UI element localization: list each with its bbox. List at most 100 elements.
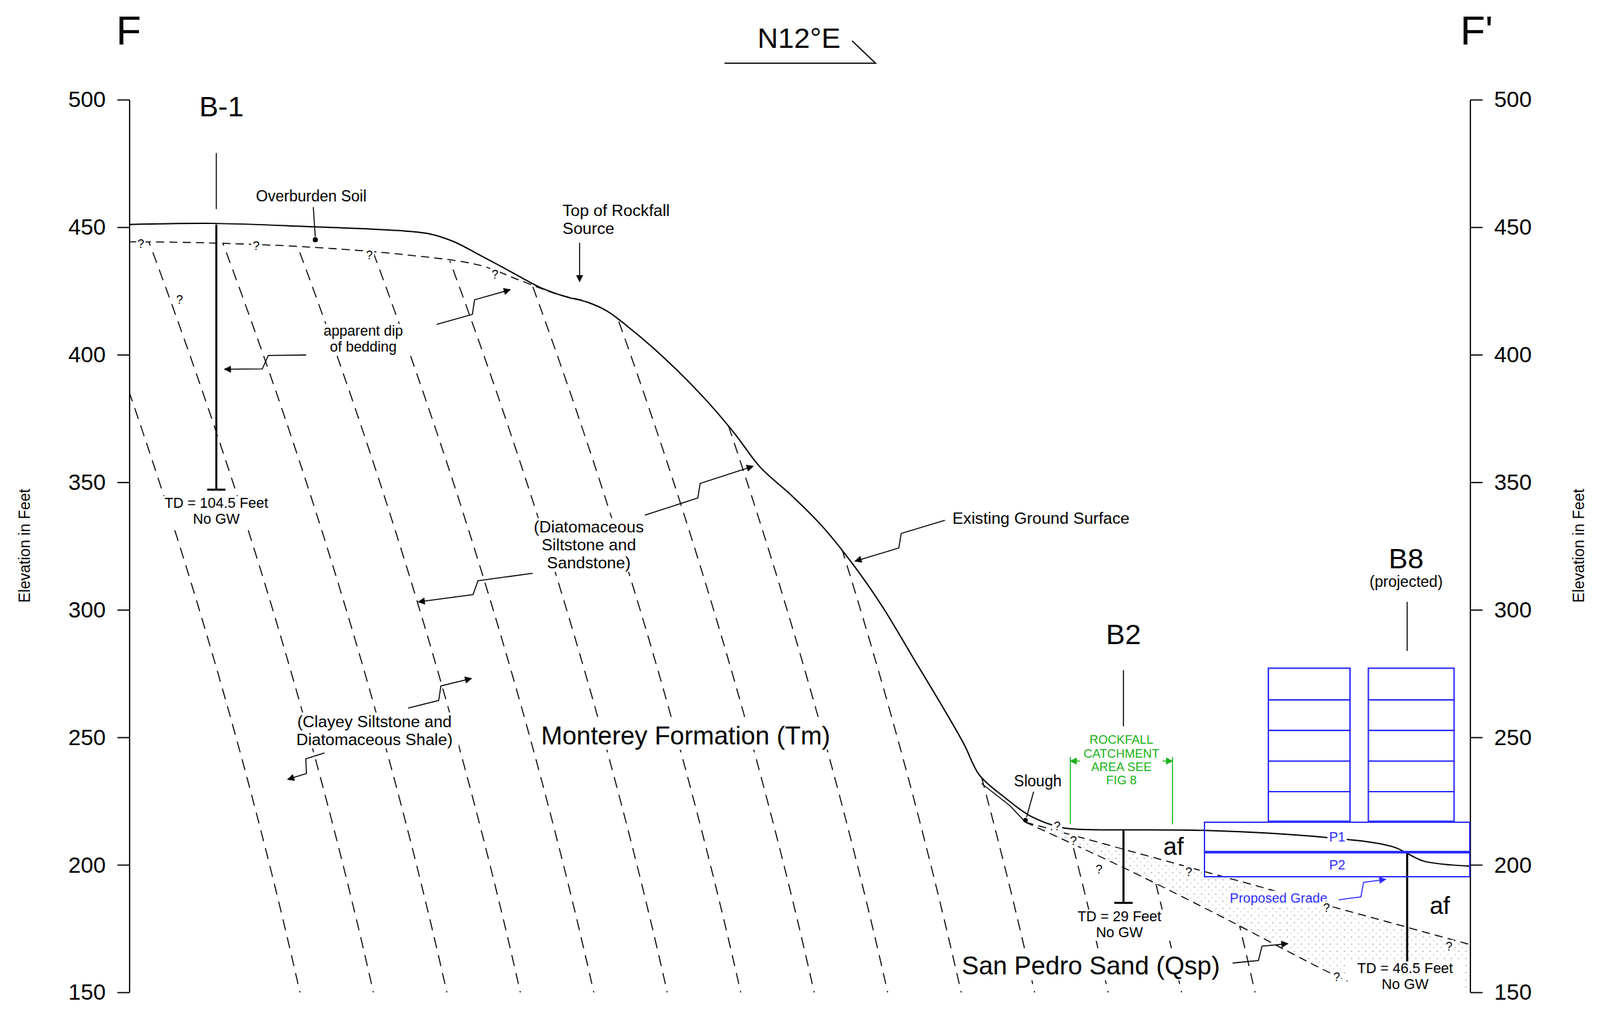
boring-depth-note: TD = 104.5 Feet No GW [158, 496, 274, 528]
bedding-line [126, 183, 378, 1010]
elevation-tick-label: 400 [1492, 342, 1533, 368]
fill-contact [1025, 822, 1471, 945]
floor-line [1368, 699, 1455, 701]
unit-label: af [1428, 892, 1452, 920]
parking-level-box: P2 [1203, 852, 1471, 878]
floor-line [1368, 791, 1455, 793]
bedding-line [788, 183, 1039, 1010]
boring-end-tick [1114, 902, 1133, 905]
floor-line [1368, 729, 1455, 732]
elevation-tick-label: 350 [1492, 469, 1533, 495]
elevation-tick-label: 500 [67, 87, 108, 113]
axis-tick [117, 609, 130, 611]
axis-tick [117, 864, 130, 867]
parking-level-label: P1 [1327, 829, 1347, 845]
lithology-label: (Diatomaceous Siltstone and Sandstone) [529, 517, 649, 572]
callout-label: Overburden Soil [254, 188, 368, 206]
axis-title: Elevation in Feet [1571, 487, 1589, 604]
uncertain-contact-mark: ? [136, 237, 146, 251]
axis-tick [117, 737, 130, 739]
leader-line [854, 520, 945, 562]
unit-label: af [1161, 833, 1186, 861]
elevation-tick-label: 450 [1492, 215, 1533, 240]
axis-tick [117, 99, 130, 101]
elevation-tick-label: 500 [1492, 87, 1533, 113]
boring-log [215, 224, 218, 490]
floor-line [1268, 791, 1351, 793]
uncertain-contact-mark: ? [1068, 834, 1079, 848]
bedding-line [567, 183, 819, 1010]
boring-end-tick [207, 488, 227, 491]
elevation-axis [128, 99, 131, 993]
leader-line [436, 289, 511, 325]
leader-line [408, 678, 472, 709]
building-tower [1368, 668, 1455, 821]
leader-line [1338, 879, 1386, 901]
bedding-line [53, 183, 304, 1010]
axis-tick [117, 991, 130, 994]
elevation-tick-label: 200 [1492, 852, 1533, 878]
floor-line [1268, 729, 1351, 732]
axis-tick [1470, 99, 1483, 101]
direction-label: N12°E [756, 23, 843, 55]
boring-leader [1122, 670, 1125, 726]
callout-label: Existing Ground Surface [951, 509, 1132, 528]
parking-level-label: P2 [1327, 857, 1347, 873]
uncertain-contact-mark: ? [1332, 970, 1342, 984]
leader-dot [1023, 818, 1028, 823]
boring-label: B-1 [198, 91, 246, 123]
uncertain-contact-mark: ? [1444, 939, 1454, 954]
overburden-contact [129, 241, 582, 300]
elevation-tick-label: 150 [67, 980, 108, 1006]
axis-tick [1470, 991, 1483, 994]
leader-line [1026, 791, 1034, 817]
bedding-line [494, 183, 746, 1010]
uncertain-contact-mark: ? [1052, 819, 1062, 833]
axis-tick [117, 226, 130, 229]
elevation-tick-label: 450 [67, 215, 108, 240]
leader-line [418, 573, 533, 603]
building-tower [1268, 668, 1351, 821]
axis-tick [1470, 864, 1483, 867]
axis-tick [1470, 481, 1483, 484]
bedding-lines [53, 183, 1259, 1010]
axis-tick [117, 354, 130, 356]
formation-label: Monterey Formation (Tm) [539, 721, 832, 750]
bedding-line [861, 183, 1113, 1010]
elevation-tick-label: 250 [1492, 725, 1533, 750]
uncertain-contact-mark: ? [364, 248, 375, 262]
geology [53, 183, 1471, 1010]
bracket-side [1070, 757, 1072, 825]
axis-title: Elevation in Feet [17, 487, 34, 604]
floor-line [1268, 760, 1351, 762]
leaders [224, 207, 1386, 964]
boring-leader [1406, 602, 1408, 652]
leader-line [578, 242, 581, 282]
lithology-label: (Clayey Siltstone and Diatomaceous Shale… [289, 712, 459, 749]
boring-label: B2 [1104, 618, 1143, 651]
axis-tick [1470, 354, 1483, 356]
callout-label: Top of Rockfall Source [561, 201, 684, 238]
uncertain-contact-mark: ? [1321, 901, 1331, 915]
elevation-tick-label: 300 [1492, 597, 1533, 623]
bedding-line [714, 183, 966, 1010]
leader-line [313, 207, 316, 238]
leader-line [287, 753, 325, 780]
bedding-line [1008, 183, 1259, 1010]
axis-tick [1470, 737, 1483, 739]
leader-line [224, 354, 307, 369]
elevation-tick-label: 250 [67, 725, 108, 750]
ground-surface [129, 223, 1471, 867]
elevation-tick-label: 300 [67, 597, 108, 623]
floor-line [1368, 760, 1455, 762]
section-letter: F' [1459, 7, 1495, 54]
callout-label: Proposed Grade [1228, 890, 1329, 906]
bedding-line [273, 183, 525, 1010]
section-letter: F [114, 7, 143, 54]
parking-level-box: P1 [1203, 821, 1471, 853]
elevation-tick-label: 200 [67, 852, 108, 878]
axis-tick [1470, 226, 1483, 229]
leader-line [1232, 943, 1288, 964]
bedding-line [200, 183, 451, 1010]
boring-leader [216, 152, 218, 209]
